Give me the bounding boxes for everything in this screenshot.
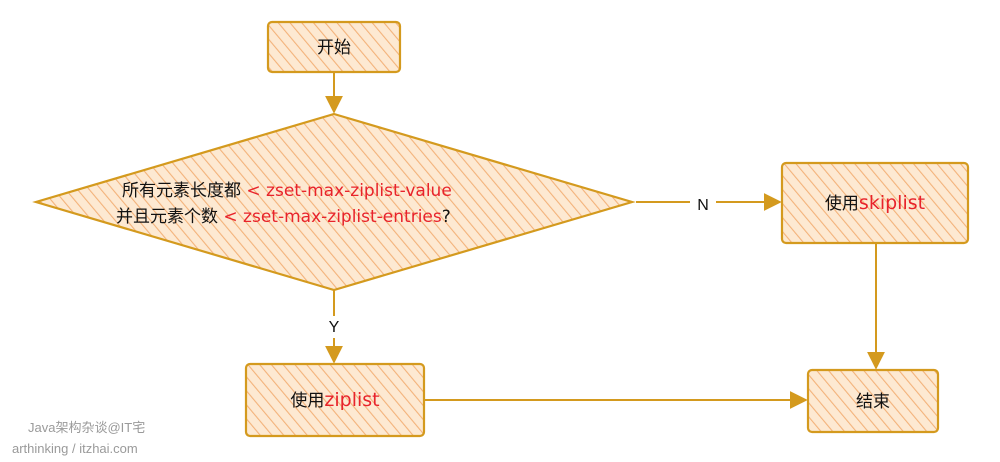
decision-line-2: 并且元素个数 < zset-max-ziplist-entries? (116, 207, 451, 227)
decision-line-1: 所有元素长度都 < zset-max-ziplist-value (122, 181, 452, 201)
edge-label-no: N (697, 197, 709, 214)
edge-label-yes: Y (329, 319, 340, 336)
decision-line-1-operator: < zset-max-ziplist-value (246, 181, 451, 201)
node-start: 开始 (266, 20, 402, 74)
node-decision: 所有元素长度都 < zset-max-ziplist-value 并且元素个数 … (32, 112, 636, 292)
node-end-label: 结束 (856, 392, 890, 412)
decision-line-1-prefix: 所有元素长度都 (122, 181, 246, 201)
node-start-label: 开始 (317, 38, 351, 58)
node-ziplist-label: 使用ziplist (290, 389, 379, 411)
node-end: 结束 (806, 368, 940, 434)
edges: N Y (322, 72, 885, 409)
decision-line-2-prefix: 并且元素个数 (116, 207, 223, 227)
decision-line-2-operator: < zset-max-ziplist-entries (223, 207, 441, 227)
watermark-line-2: arthinking / itzhai.com (12, 441, 138, 456)
node-ziplist: 使用ziplist (244, 362, 426, 438)
decision-line-2-suffix: ? (442, 207, 451, 227)
watermark-line-1: Java架构杂谈@IT宅 (28, 420, 146, 435)
node-skiplist-label: 使用skiplist (825, 192, 925, 214)
node-skiplist: 使用skiplist (780, 161, 970, 245)
